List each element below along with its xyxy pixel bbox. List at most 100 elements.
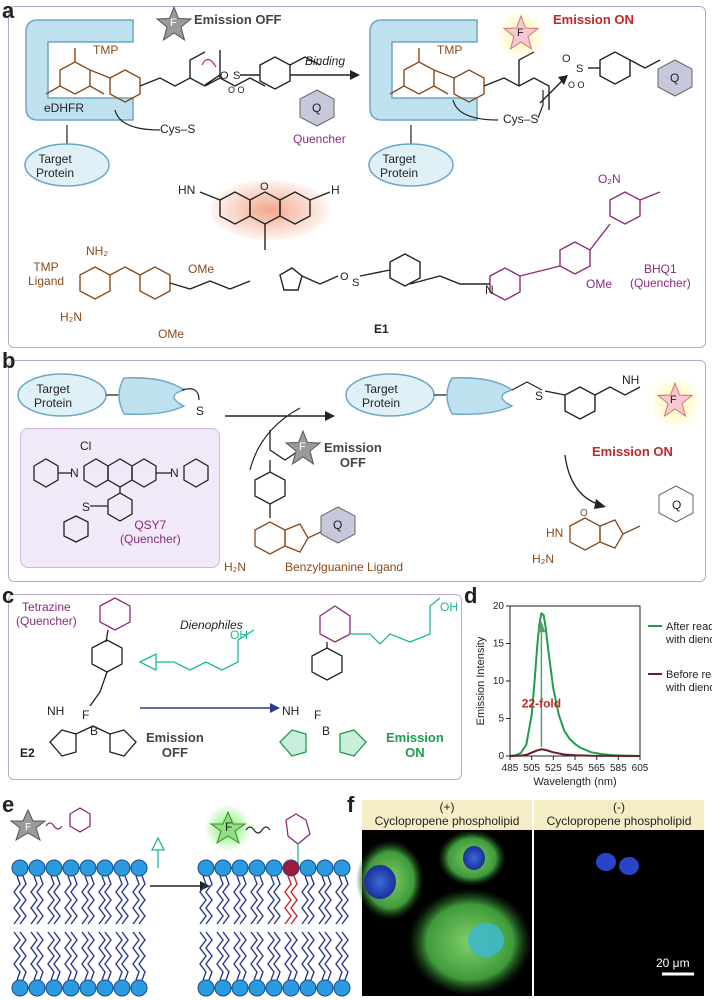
lipid-head	[316, 979, 334, 997]
n-label-e1: N	[485, 283, 494, 297]
series-line-1	[509, 748, 641, 757]
tmp-ligand-structure	[79, 266, 251, 300]
lipid-tail	[30, 875, 38, 925]
released-guanine	[564, 454, 606, 509]
f-label-c2: F	[314, 708, 322, 722]
benzylguanine-label: Benzylguanine Ligand	[285, 560, 404, 574]
scale-bar-label: 20 μm	[656, 956, 690, 970]
lipid-tail	[121, 875, 129, 925]
lipid-head	[11, 859, 29, 877]
lipid-tail	[318, 875, 326, 925]
panel-c	[8, 594, 462, 780]
tmp-label-left: TMP	[93, 43, 119, 57]
hn-label-b: HN	[546, 526, 564, 540]
lipid-tail	[30, 931, 38, 981]
lipid-tail	[115, 875, 123, 925]
lipid-tail	[205, 931, 213, 981]
lipid-head	[231, 859, 249, 877]
q-letter-b: Q	[333, 518, 343, 532]
bhq1-label: BHQ1 (Quencher)	[630, 262, 691, 290]
cys-link-right	[452, 90, 544, 121]
lipid-tail	[250, 875, 258, 925]
lipid-head	[248, 979, 266, 997]
f-letter-on-a: F	[517, 27, 524, 39]
fluorophore-star-off	[155, 5, 193, 42]
x-tick-label: 605	[632, 763, 649, 774]
plot-frame	[509, 605, 641, 757]
lipid-tail	[98, 875, 106, 925]
lipid-tail	[87, 931, 95, 981]
lipid-head	[96, 859, 114, 877]
fluorophore-star-on-a	[496, 10, 546, 60]
minus-phospholipid-label: (-) Cyclopropene phospholipid	[546, 800, 692, 828]
lipid-tail	[205, 875, 213, 925]
f-letter-on-b: F	[670, 394, 677, 406]
q-letter-b2: Q	[672, 498, 682, 512]
arrow-b	[225, 411, 335, 421]
lipid-tail	[132, 875, 140, 925]
svg-text:O: O	[220, 70, 229, 82]
lipid-head	[214, 979, 232, 997]
fluorophore-star-on-b	[648, 375, 702, 429]
lipid-head	[113, 979, 131, 997]
svg-text:S: S	[352, 277, 359, 289]
nh-label-b: NH	[622, 373, 640, 387]
x-tick-label: 545	[567, 763, 584, 774]
x-axis-label: Wavelength (nm)	[533, 776, 616, 788]
lipid-tail	[138, 875, 146, 925]
lipid-tail	[19, 875, 27, 925]
svg-text:O: O	[580, 508, 588, 519]
lipid-tail	[199, 875, 207, 925]
s-label-b: S	[535, 389, 544, 403]
q-letter-a-left: Q	[312, 101, 322, 115]
lipid-tail	[36, 931, 44, 981]
lipid-tail	[233, 931, 241, 981]
y-tick-label: 5	[498, 714, 504, 725]
f-letter-off-b: F	[299, 441, 306, 453]
target-protein-label-a2: Target Protein	[380, 152, 419, 180]
lipid-tail	[87, 875, 95, 925]
fluorophore-star-off-b	[284, 429, 322, 466]
target-protein-b-left	[17, 373, 200, 417]
lipid-tail	[13, 931, 21, 981]
lipid-head	[79, 859, 97, 877]
emission-on-label-b: Emission ON	[592, 444, 673, 459]
membrane-before: F	[9, 807, 166, 997]
qsy-cl: Cl	[80, 439, 92, 453]
lipid-tail	[233, 875, 241, 925]
o2n-label: O₂N	[598, 172, 621, 186]
svg-text:F: F	[25, 822, 31, 833]
lipid-tail	[324, 931, 332, 981]
ome-label-3: OMe	[586, 277, 613, 291]
lipid-tail	[47, 931, 55, 981]
lipid-tail	[290, 875, 298, 925]
legend-label-0: with dienophiles	[665, 634, 712, 646]
dienophile-structure	[138, 629, 255, 672]
lipid-tail	[335, 931, 343, 981]
qsy-n-plus: N	[70, 466, 79, 480]
lipid-head	[130, 979, 148, 997]
y-tick-label: 15	[493, 639, 505, 650]
dienophiles-label: Dienophiles	[180, 618, 243, 632]
lipid-head	[333, 859, 351, 877]
lipid-tail	[199, 931, 207, 981]
x-tick-label: 565	[588, 763, 605, 774]
lipid-tail	[98, 931, 106, 981]
membrane-after	[197, 804, 351, 997]
tetrazine-structure-left	[89, 597, 131, 707]
ome-label-1: OMe	[188, 262, 215, 276]
target-protein-label-b2: Target Protein	[362, 382, 401, 410]
lipid-tail	[36, 875, 44, 925]
emission-on-label-a: Emission ON	[553, 12, 634, 27]
lipid-tail	[121, 931, 129, 981]
release-arrow	[539, 75, 568, 104]
svg-text:S: S	[233, 70, 240, 82]
lipid-head	[299, 979, 317, 997]
qsy7-label: QSY7 (Quencher)	[120, 518, 181, 546]
x-tick-label: 585	[610, 763, 627, 774]
micrograph-header-plus	[362, 800, 532, 830]
lipid-tail	[239, 931, 247, 981]
h2n-label: H₂N	[60, 310, 82, 324]
legend-label-1: Before reaction	[666, 669, 712, 681]
boron-label-c2: B	[322, 724, 331, 738]
